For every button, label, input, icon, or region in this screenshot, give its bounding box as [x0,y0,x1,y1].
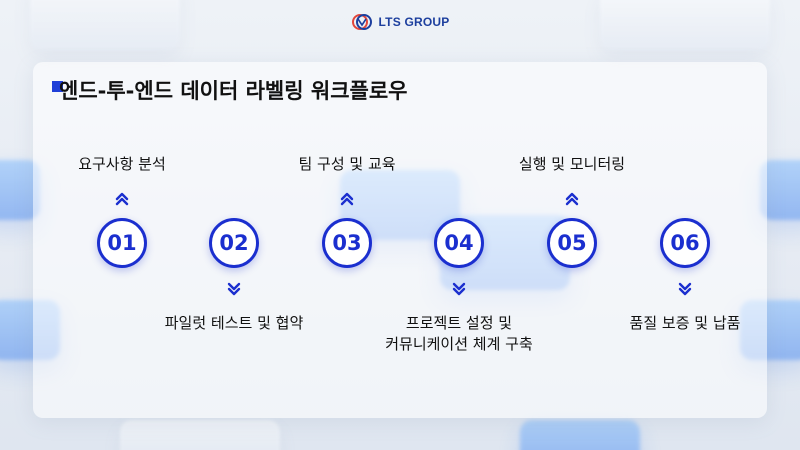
brand-name: LTS GROUP [378,15,450,29]
step-label-line: 커뮤니케이션 체계 구축 [385,335,533,353]
step-label-line: 실행 및 모니터링 [518,155,626,173]
step-circle-01: 01 [97,218,147,268]
step-label-01: 요구사항 분석 [78,154,166,175]
step-circle-03: 03 [322,218,372,268]
title-block: 엔드-투-엔드 데이터 라벨링 워크플로우 [52,78,407,104]
title-accent-square [52,81,63,92]
chevron-up-double-icon [565,191,579,206]
chevron-up-double-icon [115,191,129,206]
bg-tile [120,420,280,450]
chevron-up-double-icon [340,191,354,206]
step-number: 04 [444,231,474,255]
lts-logo-icon [351,13,373,31]
chevron-down-double-icon [452,281,466,296]
step-number: 05 [557,231,587,255]
step-label-05: 실행 및 모니터링 [519,154,625,175]
step-label-line: 파일럿 테스트 및 협약 [164,314,304,332]
step-circle-05: 05 [547,218,597,268]
step-label-line: 요구사항 분석 [78,155,166,173]
bg-tile-blue [520,420,640,450]
step-circle-04: 04 [434,218,484,268]
step-label-line: 품질 보증 및 납품 [629,314,741,332]
chevron-down-double-icon [227,281,241,296]
step-circle-06: 06 [660,218,710,268]
bg-tile [30,0,180,50]
step-label-06: 품질 보증 및 납품 [630,313,741,334]
step-label-line: 프로젝트 설정 및 [405,314,513,332]
chevron-down-double-icon [678,281,692,296]
step-label-line: 팀 구성 및 교육 [298,155,396,173]
step-number: 06 [670,231,700,255]
step-circle-02: 02 [209,218,259,268]
step-label-03: 팀 구성 및 교육 [298,154,395,175]
step-number: 02 [219,231,249,255]
step-label-02: 파일럿 테스트 및 협약 [165,313,304,334]
content-panel [33,62,767,418]
brand-logo: LTS GROUP [0,13,800,31]
bg-tile [600,0,770,50]
page-title: 엔드-투-엔드 데이터 라벨링 워크플로우 [59,79,408,103]
step-number: 03 [332,231,362,255]
step-number: 01 [107,231,137,255]
